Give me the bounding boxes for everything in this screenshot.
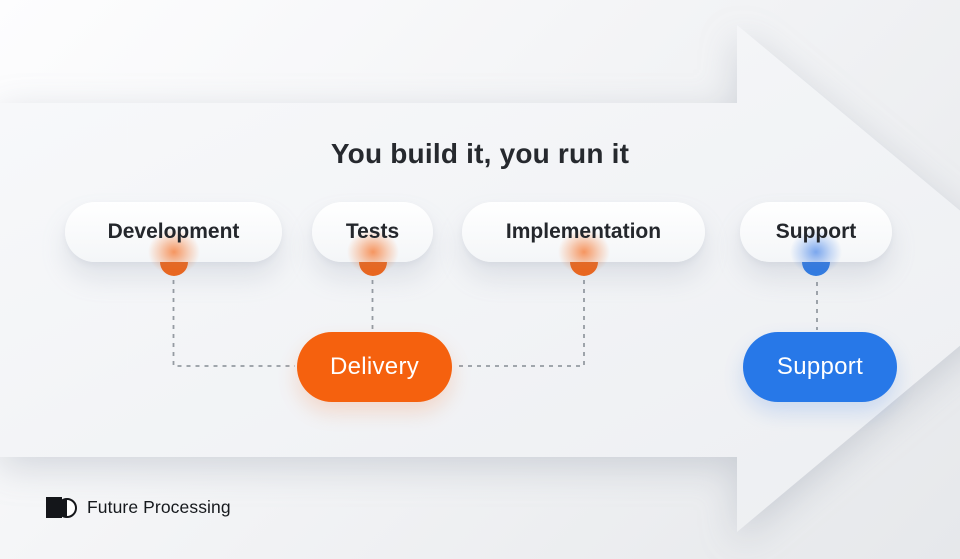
support-group-label: Support [776,353,864,380]
support-group-pill: Support [743,332,897,402]
diagram-title: You build it, you run it [330,138,630,169]
brand-name: Future Processing [87,497,231,517]
connector-development-to-delivery [172,280,295,367]
tests-label: Tests [345,220,400,243]
implementation-label: Implementation [505,220,662,243]
connector-implementation-to-delivery [454,280,585,367]
arrow-shape [0,25,960,532]
support-label: Support [775,220,857,243]
delivery-group-pill: Delivery [297,332,452,402]
stage-pill-support: Support [740,202,892,284]
stage-pill-implementation: Implementation [462,202,705,284]
stage-pill-tests: Tests [312,202,433,284]
development-label: Development [107,220,240,243]
future-processing-logo-icon [46,497,77,518]
stage-pill-development: Development [65,202,282,284]
logo-circle-shape [57,497,77,518]
footer-brand: Future Processing [46,497,231,518]
delivery-group-label: Delivery [329,353,420,380]
